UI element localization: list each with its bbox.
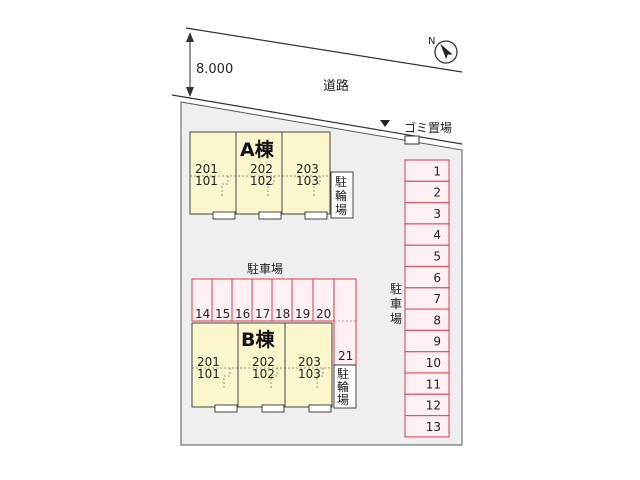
north-arrow-icon: N	[428, 36, 458, 64]
a-bike-label-1: 駐	[335, 174, 347, 189]
road-edge-top	[185, 27, 463, 73]
building-b	[191, 322, 333, 413]
parking-space-19: 19	[295, 307, 310, 321]
right-parking-space	[404, 329, 450, 353]
road-width-label: 8.000	[196, 62, 233, 77]
a-unit-103: 103	[296, 174, 319, 188]
right-parking-label-2: 車	[390, 297, 402, 311]
building-a-name: A棟	[240, 138, 275, 161]
right-parking-space-number: 13	[426, 420, 441, 434]
right-parking-space-number: 9	[433, 335, 441, 349]
right-parking-space	[404, 180, 450, 204]
a-unit-102: 102	[250, 174, 273, 188]
road-label: 道路	[323, 78, 349, 94]
right-parking-label-3: 場	[390, 312, 402, 326]
center-parking-spaces	[191, 278, 357, 366]
b-bike-label-1: 駐	[337, 366, 349, 381]
right-parking-space-number: 11	[426, 377, 441, 391]
right-parking-space-number: 2	[433, 186, 441, 200]
a-unit-202: 202	[250, 162, 273, 176]
parking-space-14: 14	[195, 307, 210, 321]
b-unit-202: 202	[252, 355, 275, 369]
a-unit-203: 203	[296, 162, 319, 176]
b-unit-102: 102	[252, 367, 275, 381]
parking-space-17: 17	[255, 307, 270, 321]
garbage-label: ゴミ置場	[404, 120, 452, 135]
right-parking-space-number: 5	[433, 250, 441, 264]
right-parking-space	[404, 244, 450, 268]
right-parking-space-number: 12	[426, 399, 441, 413]
parking-space-15: 15	[215, 307, 230, 321]
b-unit-201: 201	[197, 355, 220, 369]
right-parking-space-number: 8	[433, 313, 441, 327]
right-parking-space	[404, 265, 450, 289]
b-unit-101: 101	[197, 367, 220, 381]
road-width-dimension	[186, 32, 194, 97]
right-parking-space	[404, 159, 450, 182]
right-parking-space	[404, 287, 450, 310]
right-parking-space	[404, 202, 450, 225]
right-parking-space-number: 10	[426, 356, 441, 370]
garbage-marker-icon	[380, 120, 390, 127]
right-parking-space-number: 6	[433, 271, 441, 285]
b-bike-parking	[333, 364, 357, 409]
right-parking-space-number: 3	[433, 207, 441, 221]
parking-space-20: 20	[316, 307, 331, 321]
b-unit-203: 203	[298, 355, 321, 369]
right-parking-space-number: 7	[433, 292, 441, 306]
a-unit-201: 201	[195, 162, 218, 176]
b-bike-label-3: 場	[337, 393, 349, 407]
parking-space-18: 18	[275, 307, 290, 321]
building-a	[189, 131, 331, 220]
building-b-name: B棟	[241, 328, 275, 351]
right-parking-space	[404, 415, 450, 438]
a-bike-parking	[330, 171, 354, 219]
right-parking-space	[404, 308, 450, 332]
right-parking-space-number: 1	[433, 164, 441, 178]
right-parking-space-number: 4	[433, 228, 441, 242]
a-unit-101: 101	[195, 174, 218, 188]
b-unit-103: 103	[298, 367, 321, 381]
parking-space-16: 16	[235, 307, 250, 321]
right-parking-label-1: 駐	[390, 281, 402, 296]
b-bike-label-2: 輪	[337, 379, 349, 394]
a-bike-label-3: 場	[335, 203, 347, 217]
north-label: N	[428, 36, 435, 47]
parking-space-21: 21	[338, 349, 353, 363]
center-parking-label: 駐車場	[247, 261, 283, 276]
a-bike-label-2: 輪	[335, 188, 347, 203]
garbage-box	[404, 135, 420, 145]
right-parking-space	[404, 223, 450, 246]
